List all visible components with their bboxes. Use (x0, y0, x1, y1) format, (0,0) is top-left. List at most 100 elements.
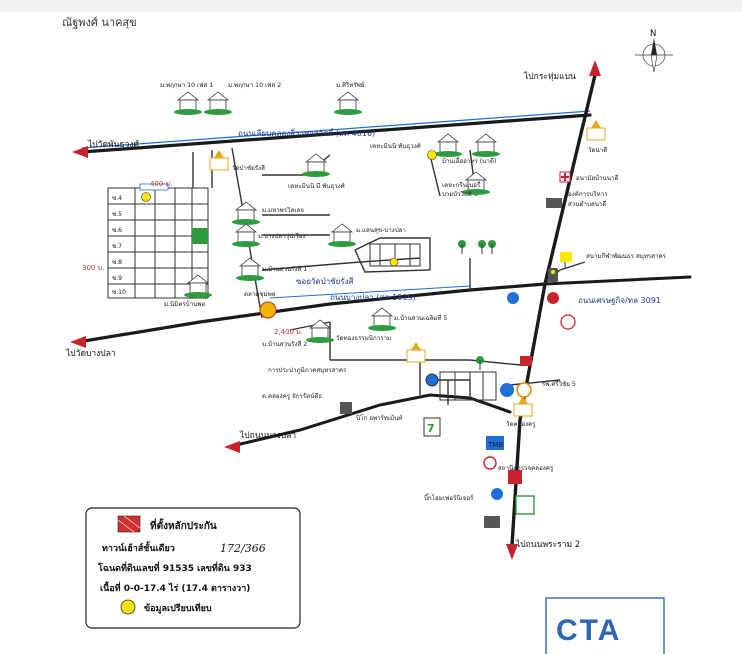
label-khehagreen: เคหะกรีนเนอรี่ (442, 181, 481, 189)
house-icon (306, 319, 334, 343)
distance-300: 300 ม. (82, 264, 104, 272)
ptt-icon (507, 292, 519, 304)
stadium-icon (560, 252, 572, 262)
label-talad: ตลาดชุมพล (244, 291, 276, 298)
label-klong-chiang: ต.คลองครู จักรรัตน์ดีธ (262, 392, 322, 400)
label-suan-rang-1: ม.บ้านสวนรังสี 1 (262, 265, 307, 273)
label-anamai: อนามัยบ้านนาดี (576, 174, 618, 182)
house-icon (232, 201, 260, 225)
label-obt: องค์การบริหาร (568, 190, 608, 198)
soi-label: ซ.5 (112, 211, 122, 218)
house-icon (302, 153, 330, 177)
home-icon (515, 495, 535, 515)
label-baan-buathong: บายบัววิลด์ (442, 190, 472, 198)
road-label-khlong-sawat: ถนนเลียบคลองสี่วาพาสวัสดิ์ (สค 4016) (238, 127, 375, 138)
label-obt-2: ส่วนตำบลนาดี (568, 200, 606, 208)
legend-line2: โฉนดที่ดินเลขที่ 91535 เลขที่ดิน 933 (97, 561, 252, 574)
house-icon (472, 133, 500, 157)
cta-logo-text: CTA (556, 614, 621, 647)
label-wat-klong-khru: วัดคลองครู (506, 421, 536, 428)
shell-icon-2 (508, 470, 522, 484)
distance-400: 400 ม. (150, 180, 172, 188)
road-label-bang-pla: ถนนบางปลา (สค 1919) (330, 293, 416, 302)
to-wat-bang-pla: ไปวัดบางปลา (65, 348, 116, 359)
market-icon (259, 301, 277, 319)
soi-label: ซ.9 (112, 275, 122, 282)
house-icon (462, 171, 490, 195)
house-icons (174, 91, 500, 343)
label-khehamin: เคหะมินนิ พันธุวงศ์ (370, 142, 421, 150)
label-big-home: บิ๊กโฮมเฟอร์นิเจอร์ (424, 493, 474, 502)
legend-line3: เนื้อที่ 0-0-17.4 ไร่ (17.4 ตารางวา) (100, 581, 250, 594)
distance-2400: 2,400 ม. (274, 328, 303, 336)
arrow-north (589, 60, 601, 76)
waterworks-icon (425, 373, 439, 387)
soi-labels: ซ.4 ซ.5 ซ.6 ซ.7 ซ.8 ซ.9 ซ.10 (112, 195, 126, 296)
bang-pla-road (76, 282, 547, 344)
soi-label: ซ.8 (112, 259, 122, 266)
building-icon (484, 516, 500, 528)
label-phruksa-1: ม.พฤกษา 10 เฟส 1 (160, 82, 213, 89)
label-police: สถานีตำรวจคลองครู (498, 464, 554, 472)
hospital-icon (520, 356, 532, 366)
label-mahachai-city: ม.แสนสุข-บางปลา (356, 227, 406, 234)
temple-icon (513, 396, 533, 417)
label-wat-na-di: วัดนาดี (588, 146, 607, 154)
legend-box: ที่ตั้งหลักประกัน ทาวน์เฮ้าส์ชั้นเดียว 1… (85, 507, 301, 629)
house-icon (236, 257, 264, 281)
label-mahaphon: ม.มหาพรวิลเลจ (262, 207, 304, 214)
park-block (192, 228, 208, 244)
central-housing-block (369, 243, 421, 267)
compass-north-label: N (650, 29, 656, 39)
house-icon (232, 223, 260, 247)
temple-icon (209, 150, 229, 171)
to-bang-pla-road: ไปถนนบางปลา (239, 430, 296, 441)
label-suan-5: ม.บ้านสวนเฉลิมที่ 5 (394, 314, 447, 322)
shell-icon (516, 382, 532, 398)
road-label-setthakit: ถนนเศรษฐกิจ/ทล 3091 (578, 296, 661, 305)
house-icon (368, 307, 396, 331)
tmb-icon (486, 436, 504, 450)
to-krathum-baen: ไปกระทุ่มแบน (523, 71, 576, 82)
arrow-west-top (72, 146, 88, 158)
to-phraram2: ไปถนนพระราม 2 (515, 539, 580, 550)
label-sirisap: ม.ศิริทรัพย์ (336, 81, 365, 89)
house-icon (334, 91, 362, 115)
house-icon (328, 223, 356, 247)
temple-icons (209, 120, 606, 417)
temple-icon (406, 342, 426, 363)
soi-label: ซ.10 (112, 289, 126, 296)
label-phruksa-2: ม.พฤกษา 10 เฟส 2 (228, 82, 281, 89)
legend-title: ที่ตั้งหลักประกัน (150, 518, 217, 532)
soi-label: ซ.6 (112, 227, 122, 234)
ptt-icon-2 (500, 383, 514, 397)
seven-eleven-icon (560, 314, 576, 330)
arrow-west-mid (70, 336, 86, 348)
hospital-area-grid (439, 371, 497, 401)
label-stadium: สนามกีฬาพัฒนธร สมุทรสาคร (586, 252, 667, 260)
label-baan-ua-athon: บ้านเอื้ออาทร (นาดี) (442, 156, 496, 165)
temple-icon (586, 120, 606, 141)
setthakit-road (543, 275, 692, 286)
minor-roads (192, 147, 586, 405)
ptt-icon-3 (491, 488, 503, 500)
svg-text:7: 7 (427, 422, 435, 435)
comparison-swatch (120, 599, 136, 615)
obt-icon (546, 198, 562, 208)
legend-line4: ข้อมูลเปรียบเทียบ (144, 603, 212, 614)
traffic-light-icon (548, 268, 558, 282)
cta-logo: CTA (545, 597, 665, 654)
police-icon (483, 456, 497, 470)
soi-label: ซ.4 (112, 195, 122, 202)
legend-line1: ทาวน์เฮ้าส์ชั้นเดียว (102, 541, 175, 554)
house-icon (434, 133, 462, 157)
label-nico: นิโก อพาร์ทเม้นท์ (356, 414, 403, 422)
subject-property-swatch (117, 515, 141, 533)
label-wat-pa-chai: วัดป่าชัยรังสี (232, 164, 265, 172)
compass-icon: N (635, 29, 673, 73)
to-wat-phanthuwong: ไปวัดพันธุวงศ์ (87, 139, 139, 150)
label-wat-thong: วัดทองธรรมนิการาม (336, 335, 391, 342)
seven-icon-2 (423, 417, 441, 437)
khlong-sawat-road (80, 110, 592, 154)
